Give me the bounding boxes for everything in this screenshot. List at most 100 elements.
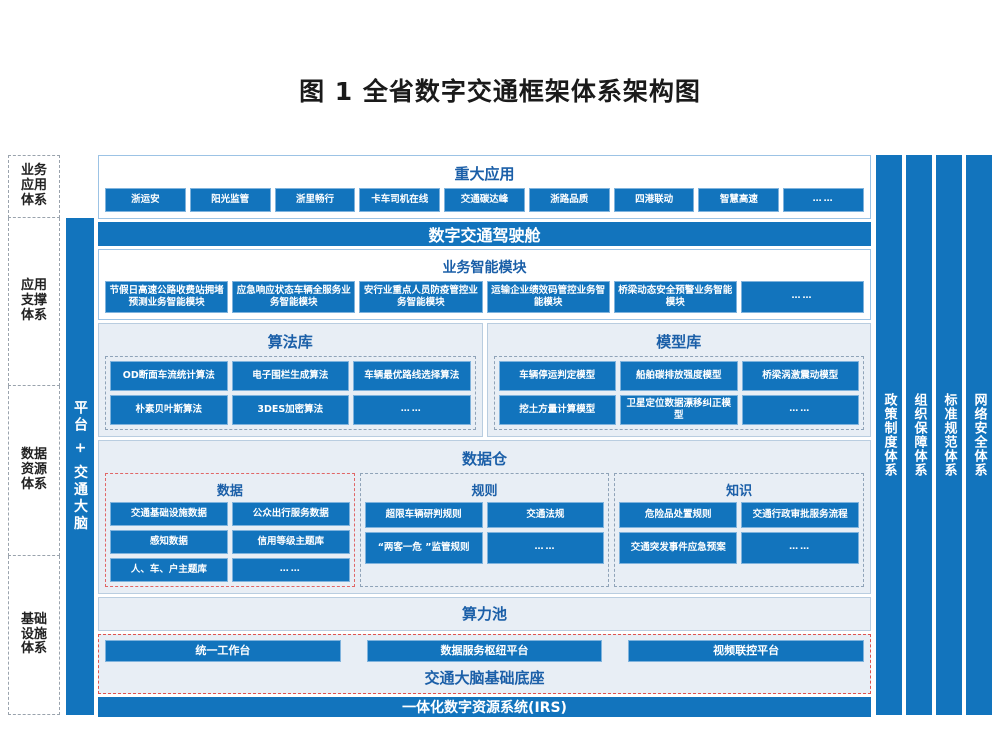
data-tile[interactable]: 人、车、户主题库 (110, 558, 228, 582)
algorithm-tile[interactable]: 朴素贝叶斯算法 (110, 395, 228, 425)
business-module-tile[interactable]: 应急响应状态车辆全服务业务智能模块 (232, 281, 356, 313)
tier-label-business-application: 业务 应用 体系 (8, 155, 60, 218)
knowledge-tile[interactable]: 交通行政审批服务流程 (741, 502, 860, 528)
transport-brain-base-panel: 统一工作台 数据服务枢纽平台 视频联控平台 交通大脑基础底座 (98, 634, 871, 694)
business-module-tile[interactable]: 运输企业绩效码管控业务智能模块 (486, 281, 610, 313)
platform-brain-bar: 平台 + 交通大脑 (66, 218, 94, 715)
algorithm-tile[interactable]: 电子围栏生成算法 (231, 361, 349, 391)
data-tile-more[interactable]: …… (231, 558, 350, 582)
app-tile[interactable]: 交通碳达峰 (444, 188, 525, 212)
business-modules-title: 业务智能模块 (442, 260, 527, 276)
algorithm-library-title: 算法库 (267, 333, 313, 351)
rules-row-1: 超限车辆研判规则 交通法规 (364, 502, 605, 528)
compute-pool-title: 算力池 (461, 605, 507, 623)
data-tile[interactable]: 交通基础设施数据 (110, 502, 228, 526)
tier-label-infrastructure: 基础 设施 体系 (8, 556, 60, 715)
irs-bar[interactable]: 一体化数字资源系统(IRS) (98, 697, 871, 717)
knowledge-section-rows: 危险品处置规则 交通行政审批服务流程 交通突发事件应急预案 …… (619, 502, 860, 564)
rule-tile[interactable]: “两客一危 ”监管规则 (364, 532, 483, 564)
base-platform-tile[interactable]: 数据服务枢纽平台 (366, 640, 603, 662)
rule-tile-more[interactable]: …… (486, 532, 605, 564)
right-system-columns: 政策制度体系 组织保障体系 标准规范体系 网络安全体系 (871, 155, 992, 715)
tier-label-data-resource: 数据 资源 体系 (8, 386, 60, 556)
tier-label-text: 业务 应用 体系 (20, 163, 47, 208)
rule-tile[interactable]: 超限车辆研判规则 (364, 502, 483, 528)
model-row-2: 挖土方量计算模型 卫星定位数据漂移纠正模型 …… (498, 395, 859, 425)
data-section-rows: 交通基础设施数据 公众出行服务数据 感知数据 信用等级主题库 人、车、户主题库 … (110, 502, 350, 582)
knowledge-tile[interactable]: 危险品处置规则 (619, 502, 738, 528)
model-library-body: 车辆停运判定模型 船舶碳排放强度模型 桥梁涡激震动模型 挖土方量计算模型 卫星定… (493, 356, 864, 430)
data-vault-title: 数据仓 (461, 450, 507, 468)
business-module-tile[interactable]: 节假日高速公路收费站拥堵预测业务智能模块 (105, 281, 229, 313)
model-tile[interactable]: 车辆停运判定模型 (498, 361, 616, 391)
app-tile[interactable]: 浙路品质 (528, 188, 610, 212)
algorithm-library-panel: 算法库 OD断面车流统计算法 电子围栏生成算法 车辆最优路线选择算法 朴素贝叶斯… (98, 323, 483, 437)
tier-label-text: 数据 资源 体系 (20, 447, 47, 492)
base-platform-tile[interactable]: 统一工作台 (105, 640, 341, 662)
app-tile[interactable]: 卡车司机在线 (359, 188, 441, 212)
system-column-organization[interactable]: 组织保障体系 (906, 155, 932, 715)
data-tile[interactable]: 公众出行服务数据 (231, 502, 350, 526)
architecture-diagram: 业务 应用 体系 应用 支撑 体系 数据 资源 体系 基础 设施 体系 平台 +… (8, 155, 992, 717)
algorithm-tile[interactable]: 3DES加密算法 (231, 395, 349, 425)
app-tile-more[interactable]: …… (783, 188, 865, 212)
model-library-title: 模型库 (656, 333, 702, 351)
business-modules-row: 节假日高速公路收费站拥堵预测业务智能模块 应急响应状态车辆全服务业务智能模块 安… (105, 281, 865, 313)
algorithm-tile[interactable]: 车辆最优路线选择算法 (353, 361, 471, 391)
business-modules-panel: 业务智能模块 节假日高速公路收费站拥堵预测业务智能模块 应急响应状态车辆全服务业… (98, 249, 871, 320)
algorithm-library-body: OD断面车流统计算法 电子围栏生成算法 车辆最优路线选择算法 朴素贝叶斯算法 3… (105, 356, 476, 430)
base-platform-row: 统一工作台 数据服务枢纽平台 视频联控平台 (105, 640, 865, 662)
model-tile[interactable]: 船舶碳排放强度模型 (620, 361, 738, 391)
base-platform-tile[interactable]: 视频联控平台 (628, 640, 865, 662)
system-column-policy[interactable]: 政策制度体系 (876, 155, 902, 715)
model-tile[interactable]: 挖土方量计算模型 (498, 395, 616, 425)
business-module-tile-more[interactable]: …… (740, 281, 865, 313)
knowledge-tile-more[interactable]: …… (741, 532, 860, 564)
digital-transport-cockpit-bar[interactable]: 数字交通驾驶舱 (98, 222, 871, 246)
knowledge-tile[interactable]: 交通突发事件应急预案 (619, 532, 738, 564)
tier-label-text: 应用 支撑 体系 (20, 278, 47, 323)
app-tile[interactable]: 四港联动 (613, 188, 695, 212)
algorithm-tile[interactable]: OD断面车流统计算法 (110, 361, 228, 391)
data-tile[interactable]: 感知数据 (110, 530, 228, 554)
system-column-standards[interactable]: 标准规范体系 (936, 155, 962, 715)
app-tile[interactable]: 阳光监管 (189, 188, 271, 212)
center-stack: 重大应用 浙运安 阳光监管 浙里畅行 卡车司机在线 交通碳达峰 浙路品质 四港联… (98, 155, 871, 717)
rules-section-title: 规则 (471, 484, 498, 499)
business-module-tile[interactable]: 桥梁动态安全预警业务智能模块 (613, 281, 737, 313)
knowledge-section: 知识 危险品处置规则 交通行政审批服务流程 交通突发事件应急预案 …… (614, 473, 865, 587)
model-library-panel: 模型库 车辆停运判定模型 船舶碳排放强度模型 桥梁涡激震动模型 挖土方量计算模型… (486, 323, 871, 437)
algorithm-row-2: 朴素贝叶斯算法 3DES加密算法 …… (110, 395, 471, 425)
data-row-3: 人、车、户主题库 …… (110, 558, 350, 582)
platform-brain-column: 平台 + 交通大脑 (60, 155, 98, 715)
knowledge-row-1: 危险品处置规则 交通行政审批服务流程 (619, 502, 860, 528)
rules-section: 规则 超限车辆研判规则 交通法规 “两客一危 ”监管规则 …… (359, 473, 610, 587)
algorithm-row-1: OD断面车流统计算法 电子围栏生成算法 车辆最优路线选择算法 (110, 361, 471, 391)
app-tile[interactable]: 智慧高速 (698, 188, 780, 212)
compute-pool-panel: 算力池 (98, 597, 871, 631)
model-tile[interactable]: 桥梁涡激震动模型 (741, 361, 859, 391)
system-column-network-security[interactable]: 网络安全体系 (966, 155, 992, 715)
major-applications-panel: 重大应用 浙运安 阳光监管 浙里畅行 卡车司机在线 交通碳达峰 浙路品质 四港联… (98, 155, 871, 219)
rules-section-rows: 超限车辆研判规则 交通法规 “两客一危 ”监管规则 …… (364, 502, 605, 564)
data-vault-panel: 数据仓 数据 交通基础设施数据 公众出行服务数据 感知数据 信用等级主题库 (98, 440, 871, 594)
app-tile[interactable]: 浙里畅行 (274, 188, 356, 212)
knowledge-row-2: 交通突发事件应急预案 …… (619, 532, 860, 564)
major-applications-row: 浙运安 阳光监管 浙里畅行 卡车司机在线 交通碳达峰 浙路品质 四港联动 智慧高… (105, 188, 865, 212)
model-tile-more[interactable]: …… (741, 395, 859, 425)
libraries-split: 算法库 OD断面车流统计算法 电子围栏生成算法 车辆最优路线选择算法 朴素贝叶斯… (98, 323, 871, 437)
rule-tile[interactable]: 交通法规 (486, 502, 605, 528)
page-title: 图 1 全省数字交通框架体系架构图 (299, 77, 701, 106)
major-applications-title: 重大应用 (454, 165, 515, 183)
data-section-title: 数据 (216, 484, 243, 499)
algorithm-tile-more[interactable]: …… (353, 395, 471, 425)
tier-label-text: 基础 设施 体系 (20, 611, 47, 657)
data-section: 数据 交通基础设施数据 公众出行服务数据 感知数据 信用等级主题库 (105, 473, 355, 587)
tier-label-application-support: 应用 支撑 体系 (8, 218, 60, 386)
app-tile[interactable]: 浙运安 (105, 188, 186, 212)
data-tile[interactable]: 信用等级主题库 (231, 530, 350, 554)
business-module-tile[interactable]: 安行业重点人员防疫管控业务智能模块 (359, 281, 483, 313)
model-tile[interactable]: 卫星定位数据漂移纠正模型 (620, 395, 738, 425)
data-row-1: 交通基础设施数据 公众出行服务数据 (110, 502, 350, 526)
